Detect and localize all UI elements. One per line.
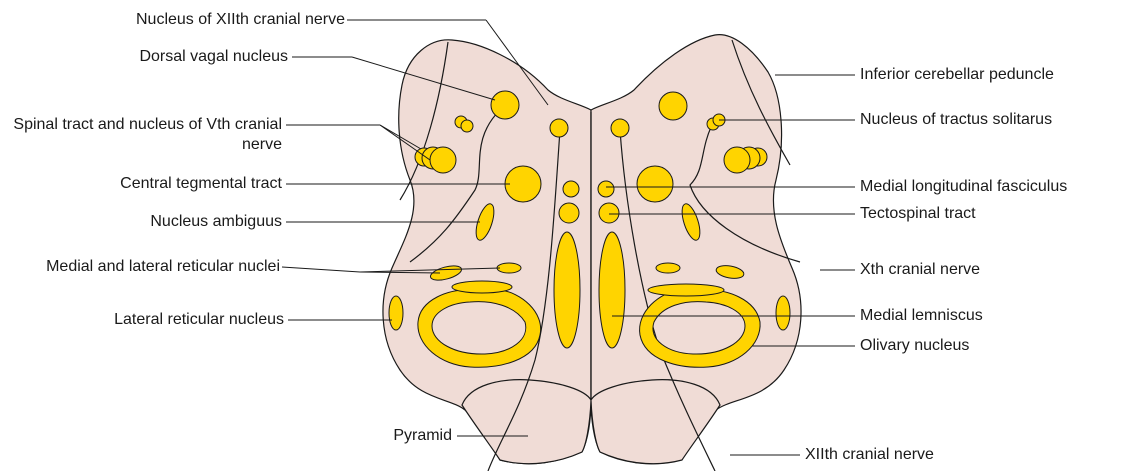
medial-lemniscus-left <box>554 232 580 348</box>
hypoglossal-nucleus-right <box>611 119 629 137</box>
label-central-tegmental: Central tegmental tract <box>20 174 282 194</box>
label-tractus-solitarus: Nucleus of tractus solitarus <box>860 110 1052 130</box>
pyramid-left <box>462 380 591 464</box>
label-inferior-cerebellar: Inferior cerebellar peduncle <box>860 65 1054 85</box>
medial-lemniscus-right <box>599 232 625 348</box>
leader-reticular-h <box>282 267 360 272</box>
dorsal-vagal-nucleus-right <box>659 92 687 120</box>
mlf-right <box>598 181 614 197</box>
spinal-v-nucleus-left-c <box>430 147 456 173</box>
solitary-nucleus-left-b <box>461 120 473 132</box>
label-olivary: Olivary nucleus <box>860 336 969 356</box>
mlf-left <box>563 181 579 197</box>
label-spinal-tract-v: Spinal tract and nucleus of Vth cranial … <box>0 115 282 155</box>
tectospinal-left <box>559 203 579 223</box>
label-ambiguus: Nucleus ambiguus <box>20 212 282 232</box>
label-reticular: Medial and lateral reticular nuclei <box>20 257 280 277</box>
olivary-dorsal-left <box>452 281 512 293</box>
hypoglossal-nucleus-left <box>550 119 568 137</box>
spinal-v-nucleus-right-c <box>724 147 750 173</box>
olivary-dorsal-right <box>648 284 724 296</box>
label-dorsal-vagal: Dorsal vagal nucleus <box>20 47 288 67</box>
tectospinal-right <box>599 203 619 223</box>
reticular-nucleus-left-medial <box>497 263 521 273</box>
label-pyramid: Pyramid <box>300 426 452 446</box>
pyramid-right <box>591 380 720 464</box>
label-medial-lemniscus: Medial lemniscus <box>860 306 983 326</box>
label-xth-nerve: Xth cranial nerve <box>860 260 980 280</box>
label-xii-nucleus: Nucleus of XIIth cranial nerve <box>40 10 345 30</box>
central-tegmental-tract-right <box>637 166 673 202</box>
label-mlf: Medial longitudinal fasciculus <box>860 177 1067 197</box>
dorsal-vagal-nucleus-left <box>491 91 519 119</box>
label-lateral-reticular: Lateral reticular nucleus <box>20 310 284 330</box>
label-xiith-nerve: XIIth cranial nerve <box>805 445 934 465</box>
lateral-reticular-nucleus-right <box>776 296 790 330</box>
label-tectospinal: Tectospinal tract <box>860 204 976 224</box>
reticular-nucleus-right-medial <box>656 263 680 273</box>
lateral-reticular-nucleus-left <box>389 296 403 330</box>
central-tegmental-tract-left <box>505 166 541 202</box>
